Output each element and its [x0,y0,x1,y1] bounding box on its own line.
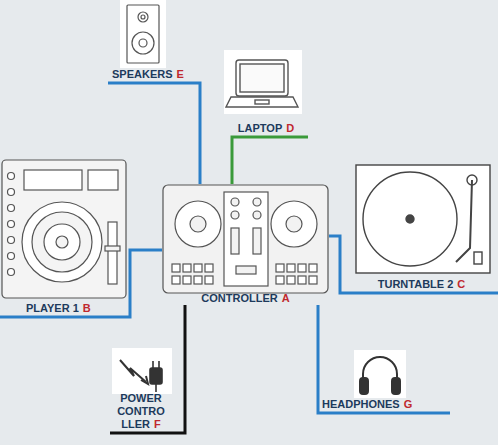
cable-connector [318,305,450,413]
device-label: PLAYER 1 [26,302,79,314]
device-node: SPEAKERS E [108,2,204,81]
label-line: POWER CONTRO LLERF [110,392,172,431]
device-node: TURNTABLE 2C [345,164,498,291]
device-label: TURNTABLE 2 [378,278,454,290]
device-letter: G [404,398,413,411]
cable-connector [232,137,308,184]
headphones-icon [354,350,406,398]
label-line: SPEAKERS E [112,68,204,81]
player-icon [2,160,126,298]
label-line: PLAYER 1 B [26,302,128,315]
label-line: HEADPHONES G [322,398,450,411]
device-node: PLAYER 1 B [0,158,128,315]
device-node: HEADPHONES G [322,350,450,411]
device-label: CONTROLLER [201,292,277,304]
controller-icon [163,185,328,293]
turntable-icon [356,165,490,273]
device-letter: A [282,292,290,305]
device-letter: F [154,418,161,431]
label-line: CONTROLLER A [162,292,329,305]
label-line: LAPTOP D [224,122,308,135]
device-node: LAPTOP D [224,50,308,135]
cable-connector [108,83,200,184]
device-node: CONTROLLER A [162,184,329,305]
speaker-icon [120,0,166,68]
device-letter: B [83,302,91,315]
power-icon [112,348,172,394]
device-letter: D [286,122,294,135]
device-label: SPEAKERS [112,68,173,80]
device-node: POWER CONTRO LLERF [110,346,172,431]
cable-connector [0,250,162,317]
device-letter: E [177,68,184,81]
device-letter: C [457,278,465,291]
laptop-icon [224,50,302,114]
device-label: HEADPHONES [322,398,400,410]
label-line: TURNTABLE 2C [345,278,498,291]
cable-connector [329,236,498,293]
cable-connector [110,305,185,433]
device-label: LAPTOP [238,122,282,134]
